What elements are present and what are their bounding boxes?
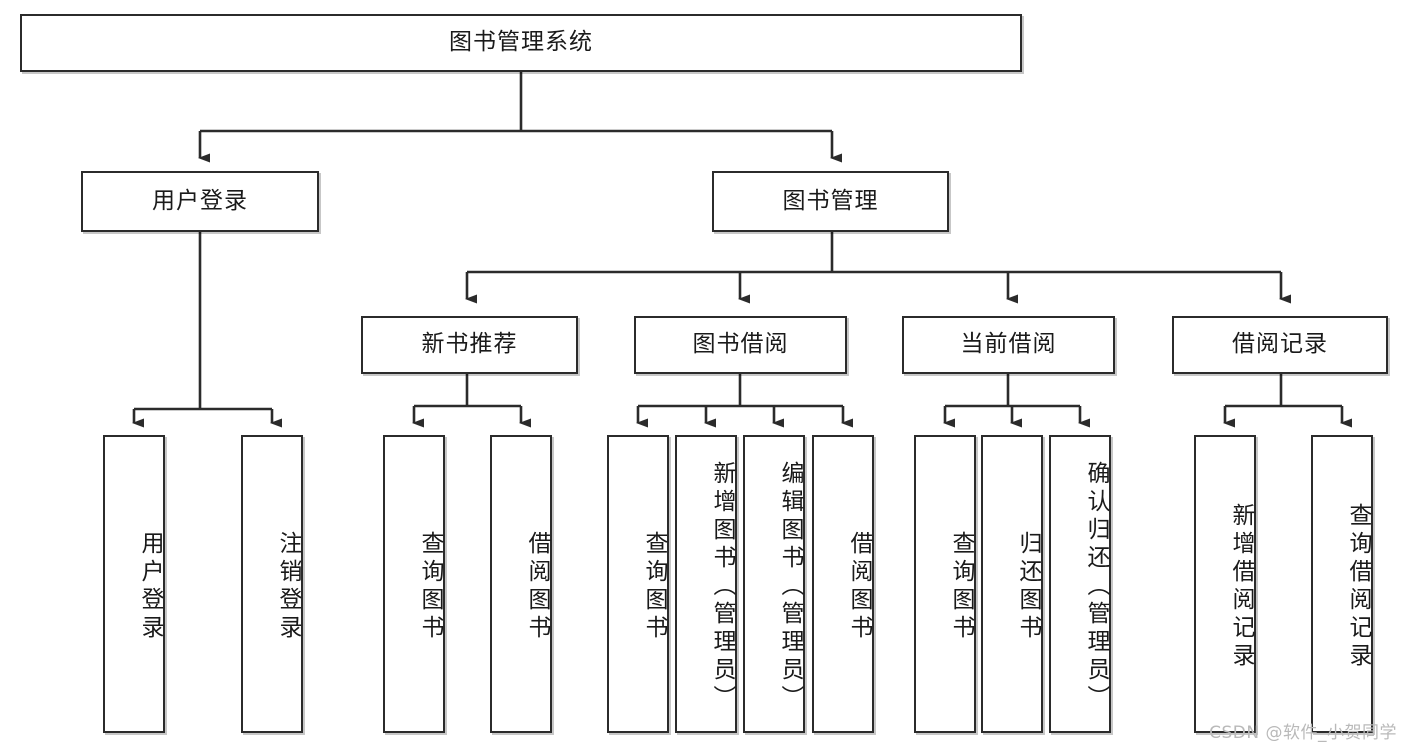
node-new-book-recommend[interactable]: 新书推荐 <box>361 316 578 374</box>
node-label: 查询图书 <box>641 531 667 643</box>
node-label: 借阅图书 <box>524 531 550 643</box>
leaf-book-borrow-add[interactable]: 新增图书（管理员） <box>675 435 737 733</box>
node-root-book-management-system[interactable]: 图书管理系统 <box>20 14 1022 72</box>
leaf-borrow-record-add[interactable]: 新增借阅记录 <box>1194 435 1256 733</box>
leaf-current-borrow-confirm-return[interactable]: 确认归还（管理员） <box>1049 435 1111 733</box>
node-label: 注销登录 <box>275 531 301 643</box>
node-user-login[interactable]: 用户登录 <box>81 171 319 232</box>
node-current-borrow[interactable]: 当前借阅 <box>902 316 1115 374</box>
node-label: 当前借阅 <box>960 331 1057 358</box>
leaf-user-login-logout[interactable]: 注销登录 <box>241 435 303 733</box>
node-label: 图书管理 <box>782 187 879 214</box>
node-label: 新书推荐 <box>421 331 518 358</box>
csdn-watermark: CSDN @软件_小贺同学 <box>1209 723 1397 743</box>
leaf-borrow-record-query[interactable]: 查询借阅记录 <box>1311 435 1373 733</box>
node-label: 用户登录 <box>137 531 163 643</box>
node-borrow-record[interactable]: 借阅记录 <box>1172 316 1388 374</box>
leaf-current-borrow-return[interactable]: 归还图书 <box>981 435 1043 733</box>
node-book-borrow[interactable]: 图书借阅 <box>634 316 847 374</box>
leaf-book-borrow-query[interactable]: 查询图书 <box>607 435 669 733</box>
node-label: 借阅记录 <box>1232 331 1328 358</box>
node-label: 确认归还（管理员） <box>1083 461 1109 713</box>
node-label: 图书管理系统 <box>449 29 593 56</box>
leaf-current-borrow-query[interactable]: 查询图书 <box>914 435 976 733</box>
leaf-book-borrow-edit[interactable]: 编辑图书（管理员） <box>743 435 805 733</box>
node-label: 查询图书 <box>948 531 974 643</box>
node-label: 用户登录 <box>152 187 248 214</box>
node-label: 借阅图书 <box>846 531 872 643</box>
node-label: 查询借阅记录 <box>1345 503 1371 671</box>
node-label: 新增图书（管理员） <box>709 461 735 713</box>
node-label: 图书借阅 <box>692 331 789 358</box>
node-label: 查询图书 <box>417 531 443 643</box>
leaf-user-login-login[interactable]: 用户登录 <box>103 435 165 733</box>
leaf-new-book-query[interactable]: 查询图书 <box>383 435 445 733</box>
leaf-new-book-borrow[interactable]: 借阅图书 <box>490 435 552 733</box>
node-label: 归还图书 <box>1015 531 1041 643</box>
leaf-book-borrow-borrow[interactable]: 借阅图书 <box>812 435 874 733</box>
node-book-management[interactable]: 图书管理 <box>712 171 949 232</box>
node-label: 新增借阅记录 <box>1228 503 1254 671</box>
node-label: 编辑图书（管理员） <box>777 461 803 713</box>
